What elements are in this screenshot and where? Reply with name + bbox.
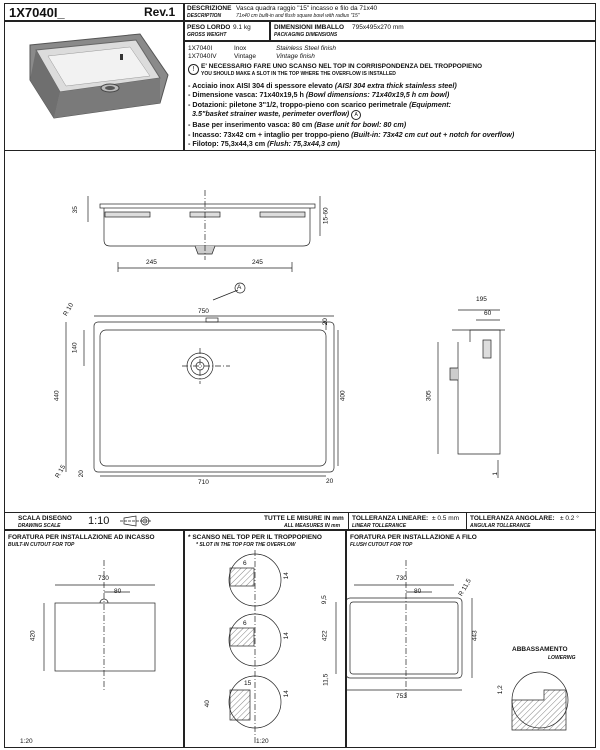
dim-front-h2: 15-60 [322, 207, 330, 225]
scale-divider [466, 512, 467, 530]
weight-label-en: GROSS WEIGHT [187, 32, 227, 38]
builtin-title-en: BUILT-IN CUTOUT FOR TOP [8, 542, 75, 548]
description-block [184, 3, 596, 21]
variant-finish-en: Vintage finish [276, 53, 315, 60]
pack-value: 795x495x270 mm [352, 24, 404, 31]
scale-label: SCALA DISEGNO [18, 515, 72, 522]
builtin-section [4, 530, 184, 748]
weight-block [184, 21, 270, 41]
variant-code: 1X7040IV [188, 53, 217, 60]
dim-plan-20b: 20 [77, 470, 85, 478]
slot-d3-a: 15 [244, 680, 252, 687]
builtin-offset: 80 [114, 588, 122, 595]
warning-text-en: YOU SHOULD MAKE A SLOT IN THE TOP WHERE … [201, 71, 396, 77]
slot-title: * SCANSO NEL TOP PER IL TROPPOPIENO [188, 534, 322, 541]
slot-d3-b: 14 [282, 690, 290, 698]
pack-label: DIMENSIONI IMBALLO [274, 24, 345, 31]
dim-side-w: 195 [476, 296, 487, 303]
scale-bar [4, 512, 596, 530]
dim-plan-h-outer: 440 [53, 390, 61, 402]
flush-w-top: 730 [396, 575, 407, 582]
flush-offset: 80 [414, 588, 422, 595]
spec-line: - Acciaio inox AISI 304 di spessore elev… [188, 81, 457, 90]
title-block [4, 3, 184, 21]
units-label-en: ALL MEASURES IN mm [284, 523, 341, 529]
slot-d2-b: 14 [282, 632, 290, 640]
dim-plan-20c: 20 [326, 478, 334, 485]
builtin-title: FORATURA PER INSTALLAZIONE AD INCASSO [8, 534, 155, 541]
pack-block [270, 21, 596, 41]
warning-icon: ! [188, 64, 199, 75]
slot-section [184, 530, 346, 748]
units-label: TUTTE LE MISURE IN mm [264, 515, 344, 522]
spec-line: - Dotazioni: piletone 3"1/2, troppo-pien… [188, 99, 451, 109]
slot-scale: 1:20 [256, 738, 269, 745]
tol-ang-en: ANGULAR TOLLERANCE [470, 523, 531, 529]
builtin-scale: 1:20 [20, 738, 33, 745]
tol-ang-value: ± 0.2 ° [560, 515, 579, 522]
slot-d1-a: 6 [243, 560, 247, 567]
flush-left-bot: 11,5 [322, 673, 330, 686]
dim-plan-20a: 20 [321, 318, 329, 326]
scale-label-en: DRAWING SCALE [18, 523, 61, 529]
warning-text: E' NECESSARIO FARE UNO SCANSO NEL TOP IN… [201, 63, 483, 70]
dim-side-1: 1 [492, 471, 500, 476]
variant-finish: Inox [234, 45, 247, 52]
flush-w-bot: 753 [396, 693, 407, 700]
description-text-en: 71x40 cm built-in and flush square bowl … [236, 13, 360, 19]
description-label-en: DESCRIPTION [187, 13, 222, 19]
dim-front-left: 245 [146, 259, 157, 266]
flush-left-mid: 422 [321, 630, 329, 642]
tol-lin-label: TOLLERANZA LINEARE: [352, 515, 429, 522]
builtin-w: 730 [98, 575, 109, 582]
flush-title: FORATURA PER INSTALLAZIONE A FILO [350, 534, 477, 541]
variant-finish-en: Stainless Steel finish [276, 45, 336, 52]
lowering-label-en: LOWERING [548, 655, 576, 661]
variant-code: 1X7040I [188, 45, 213, 52]
slot-d1-b: 14 [282, 572, 290, 580]
flush-title-en: FLUSH CUTOUT FOR TOP [350, 542, 413, 548]
flush-left-top: 9,5 [320, 595, 328, 605]
builtin-h: 420 [29, 630, 37, 642]
spec-line: - Dimensione vasca: 71x40x19,5 h (Bowl d… [188, 90, 450, 100]
dim-plan-w-inner: 710 [198, 479, 209, 486]
spec-line: 3.5"basket strainer waste, perimeter ove… [188, 109, 514, 121]
weight-value: 9.1 kg [233, 24, 251, 31]
weight-label: PESO LORDO [187, 24, 231, 31]
spec-line: - Incasso: 73x42 cm + intaglio per tropp… [188, 129, 515, 139]
dim-plan-w-outer: 750 [198, 308, 209, 315]
description-text: Vasca quadra raggio "15" incasso e filo … [236, 5, 378, 12]
dim-detail-marker: A [237, 284, 242, 291]
slot-d2-a: 6 [243, 620, 247, 627]
product-image-block [4, 21, 184, 151]
tol-lin-value: ± 0.5 mm [432, 515, 460, 522]
spec-line: - Filotop: 75,3x44,3 cm (Flush: 75,3x44,… [188, 139, 340, 149]
detail-marker-icon: A [351, 110, 362, 121]
spec-list: - Acciaio inox AISI 304 di spessore elev… [188, 81, 514, 148]
dim-plan-drain: 140 [71, 342, 79, 354]
variant-finish: Vintage [234, 53, 256, 60]
dim-plan-h-inner: 400 [339, 390, 347, 402]
specs-block [184, 41, 596, 151]
dim-front-h1: 35 [71, 206, 79, 214]
scale-divider [348, 512, 349, 530]
slot-d3-c: 40 [203, 700, 211, 708]
spec-line: - Base per inserimento vasca: 80 cm (Bas… [188, 120, 407, 130]
flush-right: 443 [471, 630, 479, 642]
scale-value: 1:10 [88, 515, 110, 527]
pack-label-en: PACKAGING DIMENSIONS [274, 32, 338, 38]
dim-front-right: 245 [252, 259, 263, 266]
slot-title-en: * SLOT IN THE TOP FOR THE OVERFLOW [196, 542, 296, 548]
lowering-label: ABBASSAMENTO [512, 646, 568, 653]
revision: Rev.1 [144, 5, 176, 19]
dim-side-60: 60 [484, 310, 492, 317]
description-label: DESCRIZIONE [187, 5, 232, 12]
product-code: 1X7040I_ [9, 5, 65, 20]
tol-ang-label: TOLLERANZA ANGOLARE: [470, 515, 555, 522]
dim-side-h: 305 [425, 390, 433, 402]
lowering-dim: 1,2 [496, 685, 504, 695]
tol-lin-en: LINEAR TOLLERANCE [352, 523, 407, 529]
